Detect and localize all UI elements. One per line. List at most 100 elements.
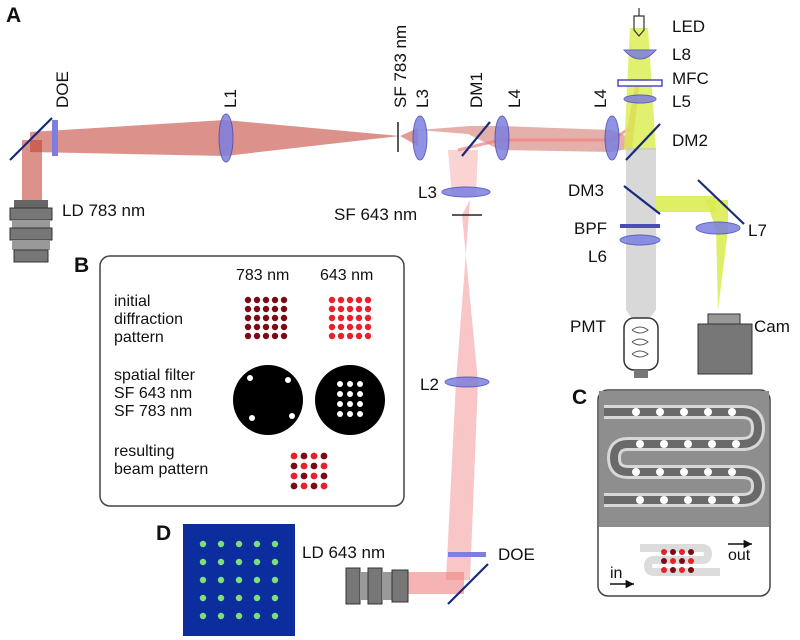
profile-spot: [235, 540, 243, 548]
pattern-dot: [244, 296, 252, 304]
label-cam: Cam: [754, 317, 790, 336]
filter-hole: [347, 411, 353, 417]
profile-spot: [235, 594, 243, 602]
label-led: LED: [672, 17, 705, 36]
result-dot: [290, 482, 298, 490]
spot: [680, 408, 688, 416]
pattern-dot: [271, 314, 279, 322]
profile-spot: [271, 540, 279, 548]
inset-b-filter-3: SF 783 nm: [114, 403, 192, 420]
mirror-camera: [697, 179, 745, 225]
schematic-dot: [679, 558, 685, 564]
filter-holes-783: [337, 381, 363, 417]
profile-spot: [253, 540, 261, 548]
pattern-dot: [328, 332, 336, 340]
profile-spot: [271, 594, 279, 602]
pattern-dot: [346, 314, 354, 322]
label-dm3: DM3: [568, 181, 604, 200]
channel-schematic: [640, 544, 720, 576]
label-doe-643: DOE: [498, 545, 535, 564]
filter-hole: [357, 401, 363, 407]
pattern-dot: [364, 296, 372, 304]
label-l7: L7: [748, 221, 767, 240]
profile-spot: [199, 540, 207, 548]
spot: [684, 440, 692, 448]
lens-l3-top: [412, 115, 428, 161]
pattern-dot: [253, 305, 261, 313]
pattern-dot: [337, 305, 345, 313]
pattern-dot: [337, 332, 345, 340]
camera: [697, 313, 753, 375]
pattern-dot: [355, 314, 363, 322]
laser-diode-783: [9, 200, 53, 263]
filter-hole: [347, 391, 353, 397]
beam-783-l1-sf: [225, 120, 400, 156]
label-pmt: PMT: [570, 317, 606, 336]
label-ld-783: LD 783 nm: [62, 201, 145, 220]
inset-b-result-1: resulting: [114, 443, 174, 460]
channel-interior: [604, 408, 763, 504]
result-dot: [310, 462, 318, 470]
schematic-dot: [661, 558, 667, 564]
pattern-dot: [244, 332, 252, 340]
schematic-dot: [670, 567, 676, 573]
filter-hole: [357, 391, 363, 397]
spot: [704, 468, 712, 476]
lens-l5: [623, 94, 657, 104]
pattern-dot: [280, 296, 288, 304]
inset-b-initial-1: initial: [114, 293, 150, 310]
pattern-dot: [346, 305, 354, 313]
label-l5: L5: [672, 92, 691, 111]
pattern-dot: [271, 296, 279, 304]
beam-783-doe-l1: [30, 120, 225, 156]
pattern-dot: [328, 314, 336, 322]
profile-spot: [271, 612, 279, 620]
result-dot: [320, 462, 328, 470]
label-sf-643: SF 643 nm: [334, 205, 417, 224]
inset-b-result-2: beam pattern: [114, 461, 208, 478]
lens-l4-left: [494, 115, 510, 161]
lens-l7: [695, 221, 741, 235]
result-dot: [300, 462, 308, 470]
pattern-dot: [271, 305, 279, 313]
spot: [660, 440, 668, 448]
pattern-dot: [253, 323, 261, 331]
filter-hole: [337, 391, 343, 397]
profile-spot: [199, 594, 207, 602]
label-l1: L1: [221, 89, 240, 108]
pattern-dot: [253, 332, 261, 340]
beam-643-l4: [457, 126, 631, 152]
pattern-dot: [355, 332, 363, 340]
spot: [732, 440, 740, 448]
label-l4-left: L4: [505, 89, 524, 108]
result-dot: [320, 482, 328, 490]
beam-643-vertical: [446, 200, 478, 580]
pattern-dot: [280, 314, 288, 322]
filter-hole: [347, 401, 353, 407]
inset-c-out-label: out: [728, 547, 751, 564]
label-doe-783: DOE: [53, 71, 72, 108]
mirror-dm3: [623, 185, 661, 215]
schematic-beam-pattern: [661, 549, 694, 573]
inset-b-filter-2: SF 643 nm: [114, 385, 192, 402]
schematic-dot: [688, 558, 694, 564]
result-dot: [300, 452, 308, 460]
inset-b-col-783: 783 nm: [236, 267, 289, 284]
camera-beam-vertical: [706, 200, 728, 310]
pattern-dot: [328, 323, 336, 331]
spot: [680, 468, 688, 476]
pattern-dot: [346, 332, 354, 340]
pattern-dot: [280, 305, 288, 313]
pattern-dot: [328, 305, 336, 313]
pattern-dot: [364, 305, 372, 313]
result-dot: [310, 452, 318, 460]
label-l3-lower: L3: [418, 183, 437, 202]
result-dot: [290, 462, 298, 470]
filter-hole: [357, 411, 363, 417]
panel-label-c: C: [572, 386, 587, 409]
lens-l3-lower: [441, 186, 491, 198]
spot: [632, 468, 640, 476]
result-dot: [300, 472, 308, 480]
lens-l2: [444, 376, 490, 388]
